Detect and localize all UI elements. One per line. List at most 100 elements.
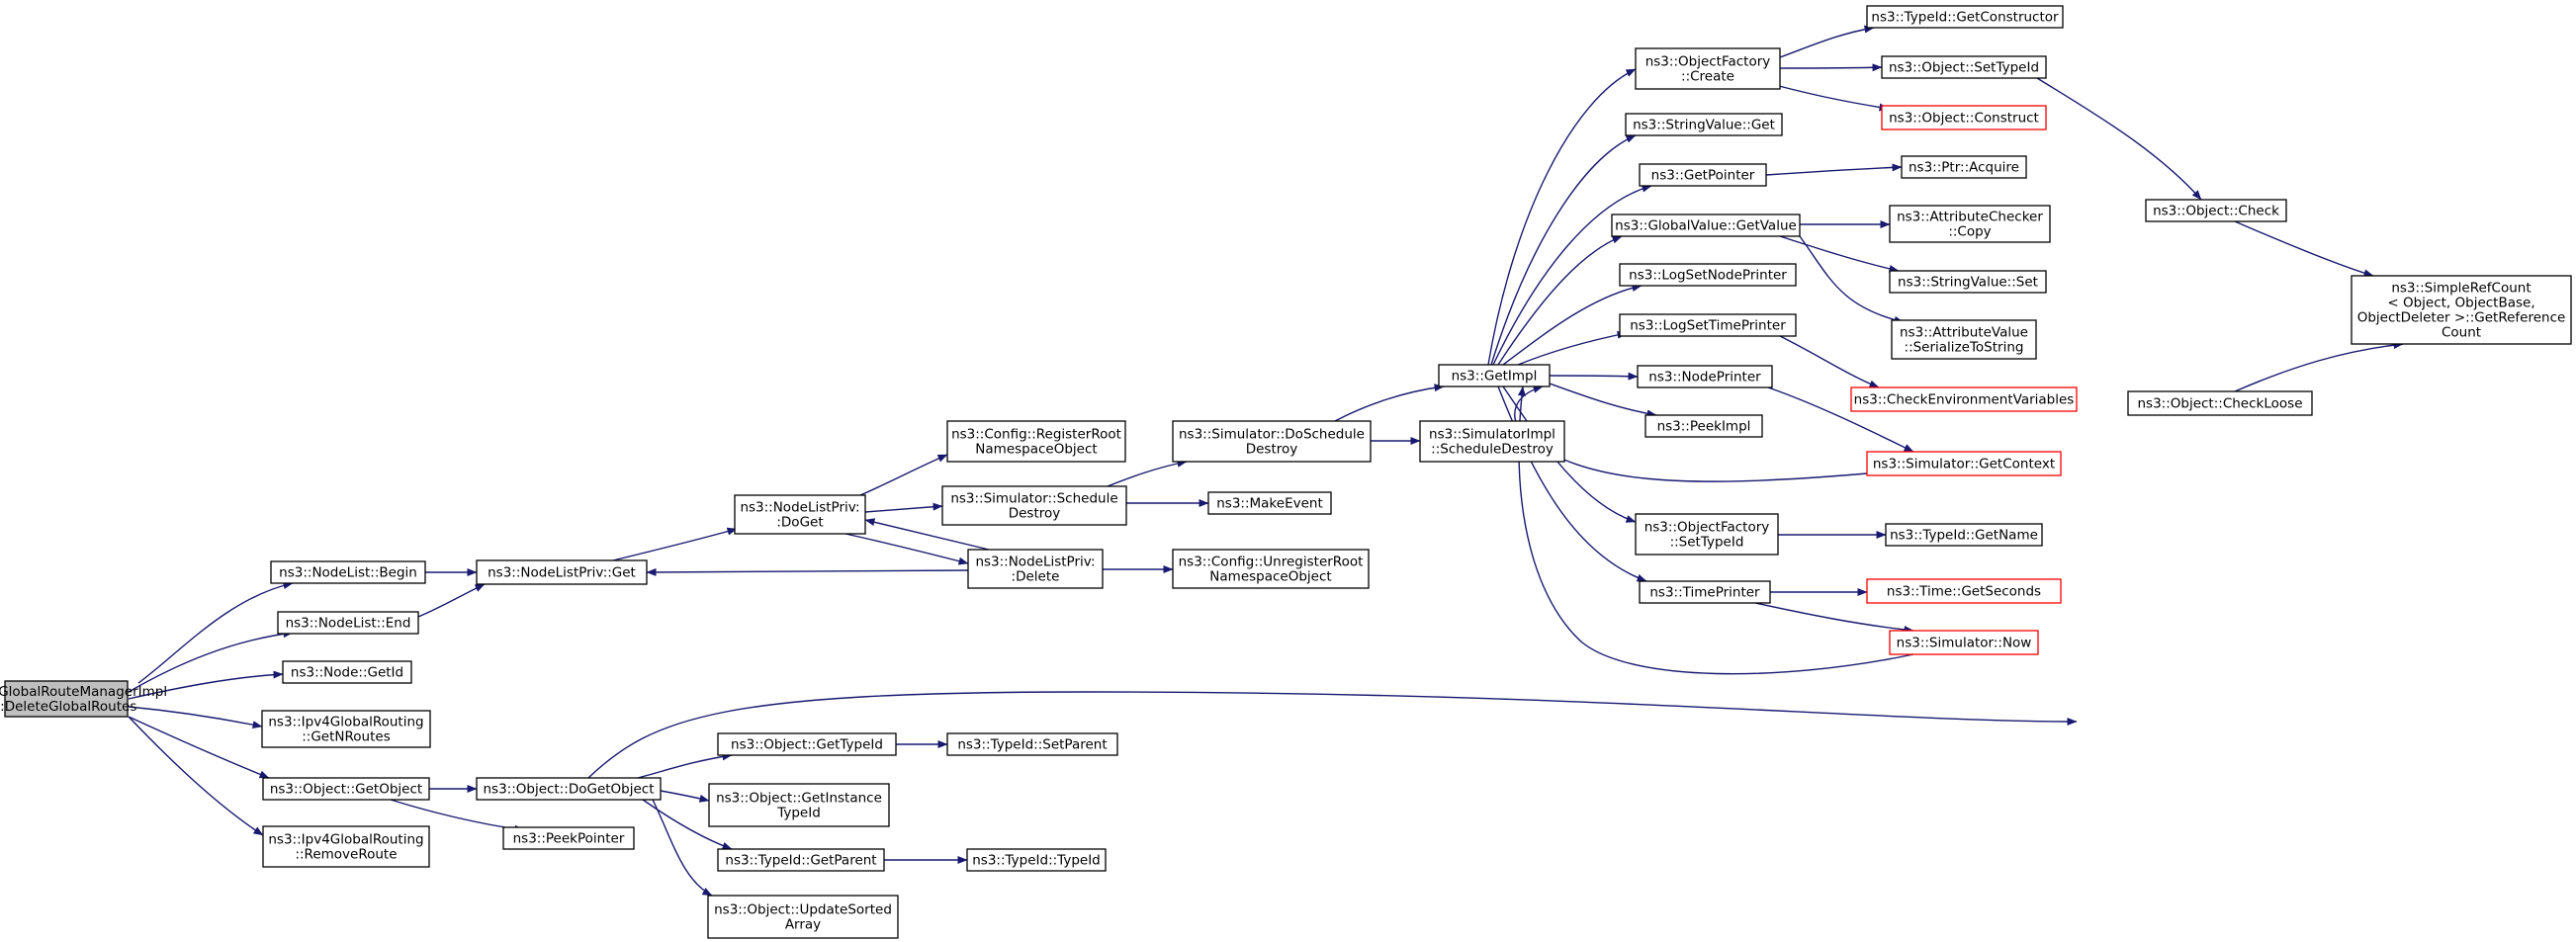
node-simGetCtx[interactable]: ns3::Simulator::GetContext xyxy=(1866,451,2062,476)
node-getPointer[interactable]: ns3::GetPointer xyxy=(1639,163,1767,187)
node-box-simDoSched[interactable] xyxy=(1172,420,1372,463)
node-peekPtr[interactable]: ns3::PeekPointer xyxy=(502,826,635,850)
node-ofCreate[interactable]: ns3::ObjectFactory::Create xyxy=(1635,47,1781,90)
node-objCheck[interactable]: ns3::Object::Check xyxy=(2145,199,2287,222)
node-gvGetValue[interactable]: ns3::GlobalValue::GetValue xyxy=(1611,214,1801,237)
node-getImpl[interactable]: ns3::GetImpl xyxy=(1438,364,1551,387)
node-box-ofCreate[interactable] xyxy=(1635,47,1781,90)
node-logSetNode[interactable]: ns3::LogSetNodePrinter xyxy=(1619,263,1797,287)
node-box-cfgUnreg[interactable] xyxy=(1172,549,1370,589)
node-checkEnv[interactable]: ns3::CheckEnvironmentVariables xyxy=(1850,386,2078,412)
node-acCopy[interactable]: ns3::AttributeChecker::Copy xyxy=(1889,205,2051,243)
node-tidSetParent[interactable]: ns3::TypeId::SetParent xyxy=(946,732,1118,756)
node-box-ipv4GetN[interactable] xyxy=(261,710,431,748)
node-box-checkEnv[interactable] xyxy=(1850,386,2078,412)
node-timePrinter[interactable]: ns3::TimePrinter xyxy=(1639,580,1771,604)
node-avSerialize[interactable]: ns3::AttributeValue::SerializeToString xyxy=(1891,319,2037,360)
node-box-nlpGet[interactable] xyxy=(476,559,648,585)
node-box-getImpl[interactable] xyxy=(1438,364,1551,387)
node-box-makeEvent[interactable] xyxy=(1207,491,1332,515)
node-peekImpl[interactable]: ns3::PeekImpl xyxy=(1644,414,1763,438)
node-box-nlpDoGet[interactable] xyxy=(734,494,866,535)
node-box-objGetObj[interactable] xyxy=(262,777,430,801)
node-objGetObj[interactable]: ns3::Object::GetObject xyxy=(262,777,430,801)
node-box-peekImpl[interactable] xyxy=(1644,414,1763,438)
node-box-tidTypeId[interactable] xyxy=(966,848,1107,872)
node-objGetTypeId[interactable]: ns3::Object::GetTypeId xyxy=(717,732,897,756)
node-box-svSet[interactable] xyxy=(1889,270,2047,294)
node-box-doGetObj[interactable] xyxy=(476,777,662,801)
node-objCheckLoose[interactable]: ns3::Object::CheckLoose xyxy=(2127,390,2313,416)
node-nodePrinter[interactable]: ns3::NodePrinter xyxy=(1637,365,1773,388)
node-doGetObj[interactable]: ns3::Object::DoGetObject xyxy=(476,777,662,801)
node-objConstruct[interactable]: ns3::Object::Construct xyxy=(1881,105,2047,130)
node-box-objUpdSorted[interactable] xyxy=(707,895,899,939)
node-ptrAcquire[interactable]: ns3::Ptr::Acquire xyxy=(1901,155,2027,179)
node-box-objSetTypeId[interactable] xyxy=(1881,55,2047,79)
node-simNow[interactable]: ns3::Simulator::Now xyxy=(1889,630,2039,655)
node-box-cfgRegister[interactable] xyxy=(946,420,1126,463)
node-nlpDelete[interactable]: ns3::NodeListPriv::Delete xyxy=(967,549,1104,589)
node-box-srcGetRef[interactable] xyxy=(2351,275,2572,345)
node-box-objGetTypeId[interactable] xyxy=(717,732,897,756)
node-ipv4Remove[interactable]: ns3::Ipv4GlobalRouting::RemoveRoute xyxy=(262,825,430,868)
node-simSchedDes[interactable]: ns3::Simulator::ScheduleDestroy xyxy=(941,485,1127,526)
node-box-logSetNode[interactable] xyxy=(1619,263,1797,287)
node-timeGetSec[interactable]: ns3::Time::GetSeconds xyxy=(1866,578,2062,604)
node-box-peekPtr[interactable] xyxy=(502,826,635,850)
node-svSet[interactable]: ns3::StringValue::Set xyxy=(1889,270,2047,294)
node-nlpGet[interactable]: ns3::NodeListPriv::Get xyxy=(476,559,648,585)
node-box-getPointer[interactable] xyxy=(1639,163,1767,187)
node-ipv4GetN[interactable]: ns3::Ipv4GlobalRouting::GetNRoutes xyxy=(261,710,431,748)
node-box-tidGetParent[interactable] xyxy=(717,848,885,872)
node-box-root[interactable] xyxy=(4,680,129,718)
node-box-objGetInst[interactable] xyxy=(708,783,890,827)
node-box-ptrAcquire[interactable] xyxy=(1901,155,2027,179)
node-nlEnd[interactable]: ns3::NodeList::End xyxy=(277,611,419,635)
node-simImplSched[interactable]: ns3::SimulatorImpl::ScheduleDestroy xyxy=(1419,420,1565,463)
node-box-tidSetParent[interactable] xyxy=(946,732,1118,756)
node-cfgUnreg[interactable]: ns3::Config::UnregisterRootNamespaceObje… xyxy=(1172,549,1370,589)
node-box-ipv4Remove[interactable] xyxy=(262,825,430,868)
node-ofSetTypeId[interactable]: ns3::ObjectFactory::SetTypeId xyxy=(1635,513,1779,556)
node-box-acCopy[interactable] xyxy=(1889,205,2051,243)
node-box-nlpDelete[interactable] xyxy=(967,549,1104,589)
node-svGet[interactable]: ns3::StringValue::Get xyxy=(1625,113,1783,136)
node-makeEvent[interactable]: ns3::MakeEvent xyxy=(1207,491,1332,515)
node-box-objConstruct[interactable] xyxy=(1881,105,2047,130)
node-logSetTime[interactable]: ns3::LogSetTimePrinter xyxy=(1619,313,1797,337)
node-box-nlBegin[interactable] xyxy=(270,560,426,584)
node-tidTypeId[interactable]: ns3::TypeId::TypeId xyxy=(966,848,1107,872)
node-box-simImplSched[interactable] xyxy=(1419,420,1565,463)
node-box-nlEnd[interactable] xyxy=(277,611,419,635)
node-srcGetRef[interactable]: ns3::SimpleRefCount< Object, ObjectBase,… xyxy=(2351,275,2572,345)
node-objSetTypeId[interactable]: ns3::Object::SetTypeId xyxy=(1881,55,2047,79)
node-box-ofSetTypeId[interactable] xyxy=(1635,513,1779,556)
node-box-avSerialize[interactable] xyxy=(1891,319,2037,360)
node-box-tidGetName[interactable] xyxy=(1885,523,2043,547)
node-tidGetCtor[interactable]: ns3::TypeId::GetConstructor xyxy=(1866,5,2064,29)
node-box-tidGetCtor[interactable] xyxy=(1866,5,2064,29)
node-box-nodePrinter[interactable] xyxy=(1637,365,1773,388)
node-box-simNow[interactable] xyxy=(1889,630,2039,655)
node-nlBegin[interactable]: ns3::NodeList::Begin xyxy=(270,560,426,584)
node-box-logSetTime[interactable] xyxy=(1619,313,1797,337)
node-nodeGetId[interactable]: ns3::Node::GetId xyxy=(282,660,412,684)
node-box-svGet[interactable] xyxy=(1625,113,1783,136)
node-box-gvGetValue[interactable] xyxy=(1611,214,1801,237)
node-box-objCheckLoose[interactable] xyxy=(2127,390,2313,416)
node-nlpDoGet[interactable]: ns3::NodeListPriv::DoGet xyxy=(734,494,866,535)
node-box-objCheck[interactable] xyxy=(2145,199,2287,222)
node-root[interactable]: ns3::GlobalRouteManagerImpl::DeleteGloba… xyxy=(0,680,167,718)
node-box-simSchedDes[interactable] xyxy=(941,485,1127,526)
node-box-nodeGetId[interactable] xyxy=(282,660,412,684)
node-box-timePrinter[interactable] xyxy=(1639,580,1771,604)
node-box-timeGetSec[interactable] xyxy=(1866,578,2062,604)
node-tidGetName[interactable]: ns3::TypeId::GetName xyxy=(1885,523,2043,547)
node-box-simGetCtx[interactable] xyxy=(1866,451,2062,476)
node-tidGetParent[interactable]: ns3::TypeId::GetParent xyxy=(717,848,885,872)
